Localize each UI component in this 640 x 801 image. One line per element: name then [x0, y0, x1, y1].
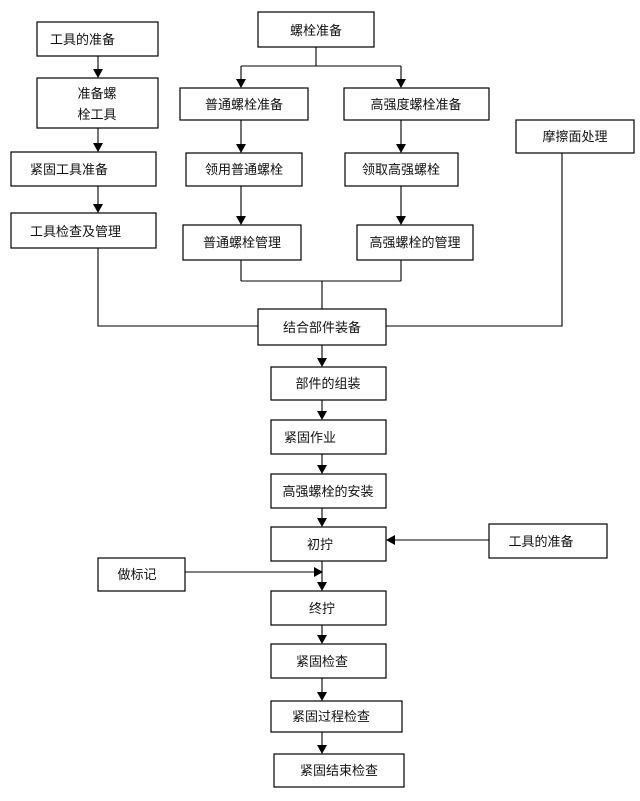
node-fasten-process-check: 紧固过程检查: [270, 700, 403, 733]
node-fasten-check: 紧固检查: [270, 643, 387, 679]
node-bolt-prep: 螺栓准备: [257, 11, 375, 48]
node-label: 结合部件装备: [283, 320, 361, 336]
node-tool-check-management: 工具检查及管理: [10, 212, 157, 249]
node-label: 领取高强螺栓: [362, 162, 440, 178]
arrowhead: [93, 204, 103, 213]
node-label: 部件的组装: [295, 376, 360, 392]
node-joint-assembly: 结合部件装备: [257, 308, 387, 346]
arrowhead: [386, 535, 395, 545]
node-hs-bolt-prep: 高强度螺栓准备: [343, 87, 490, 121]
arrowhead: [317, 582, 327, 591]
node-tool-prep-1: 工具的准备: [36, 21, 159, 57]
node-label: 工具检查及管理: [30, 225, 121, 240]
node-label: 普通螺栓管理: [203, 236, 281, 251]
node-fasten-tool-prep: 紧固工具准备: [10, 151, 157, 187]
node-take-normal-bolt: 领用普通螺栓: [185, 152, 303, 187]
arrowhead: [317, 411, 327, 420]
node-label: 高强螺栓的安装: [282, 484, 373, 500]
arrowhead: [317, 692, 327, 701]
arrowhead: [396, 79, 406, 88]
connector-tool-check-to-joint: [97, 248, 258, 327]
node-normal-bolt-prep: 普通螺栓准备: [179, 87, 309, 121]
node-marking: 做标记: [97, 557, 186, 592]
arrowhead: [317, 635, 327, 644]
node-initial-tighten: 初拧: [270, 526, 387, 562]
node-label: 做标记: [117, 568, 156, 583]
node-label-line-1: 准备螺: [77, 86, 116, 102]
arrowhead: [317, 465, 327, 474]
node-prepare-bolt-tools: 准备螺 栓工具: [36, 77, 159, 129]
node-normal-bolt-management: 普通螺栓管理: [182, 224, 302, 261]
arrowhead: [314, 567, 323, 577]
node-fasten-work: 紧固作业: [270, 419, 387, 455]
arrowhead: [236, 216, 246, 225]
node-label: 领用普通螺栓: [205, 163, 283, 178]
node-label: 工具的准备: [508, 534, 573, 550]
node-label: 紧固检查: [296, 655, 348, 670]
connector-friction-to-joint: [386, 153, 563, 327]
arrowhead: [93, 69, 103, 78]
node-label: 普通螺栓准备: [205, 97, 283, 113]
arrowhead: [236, 79, 246, 88]
arrowhead: [317, 745, 327, 754]
node-take-hs-bolt: 领取高强螺栓: [344, 152, 459, 187]
node-hs-bolt-install: 高强螺栓的安装: [270, 473, 387, 509]
node-label: 紧固工具准备: [30, 162, 108, 178]
arrowhead: [317, 518, 327, 527]
node-label: 高强度螺栓准备: [370, 97, 461, 113]
node-label: 终拧: [309, 601, 335, 617]
node-label-line-2: 栓工具: [77, 108, 116, 123]
node-label: 高强螺栓的管理: [369, 235, 460, 251]
node-fasten-end-check: 紧固结束检查: [273, 753, 405, 788]
node-friction-surface: 摩擦面处理: [515, 119, 635, 154]
node-part-assembly: 部件的组装: [270, 366, 387, 401]
arrowhead: [396, 144, 406, 153]
node-label: 紧固结束检查: [300, 764, 378, 779]
node-label: 紧固作业: [284, 431, 336, 446]
node-label: 摩擦面处理: [542, 129, 607, 145]
node-tool-prep-2: 工具的准备: [488, 523, 608, 559]
node-label: 紧固过程检查: [292, 710, 370, 725]
arrowhead: [236, 144, 246, 153]
arrowhead: [93, 143, 103, 152]
arrowhead: [317, 358, 327, 367]
node-label: 螺栓准备: [290, 23, 342, 39]
node-final-tighten: 终拧: [270, 590, 387, 626]
node-hs-bolt-management: 高强螺栓的管理: [356, 224, 474, 261]
arrowhead: [396, 216, 406, 225]
node-label: 工具的准备: [50, 32, 115, 48]
node-label: 初拧: [307, 538, 333, 553]
connectors: [93, 47, 563, 754]
